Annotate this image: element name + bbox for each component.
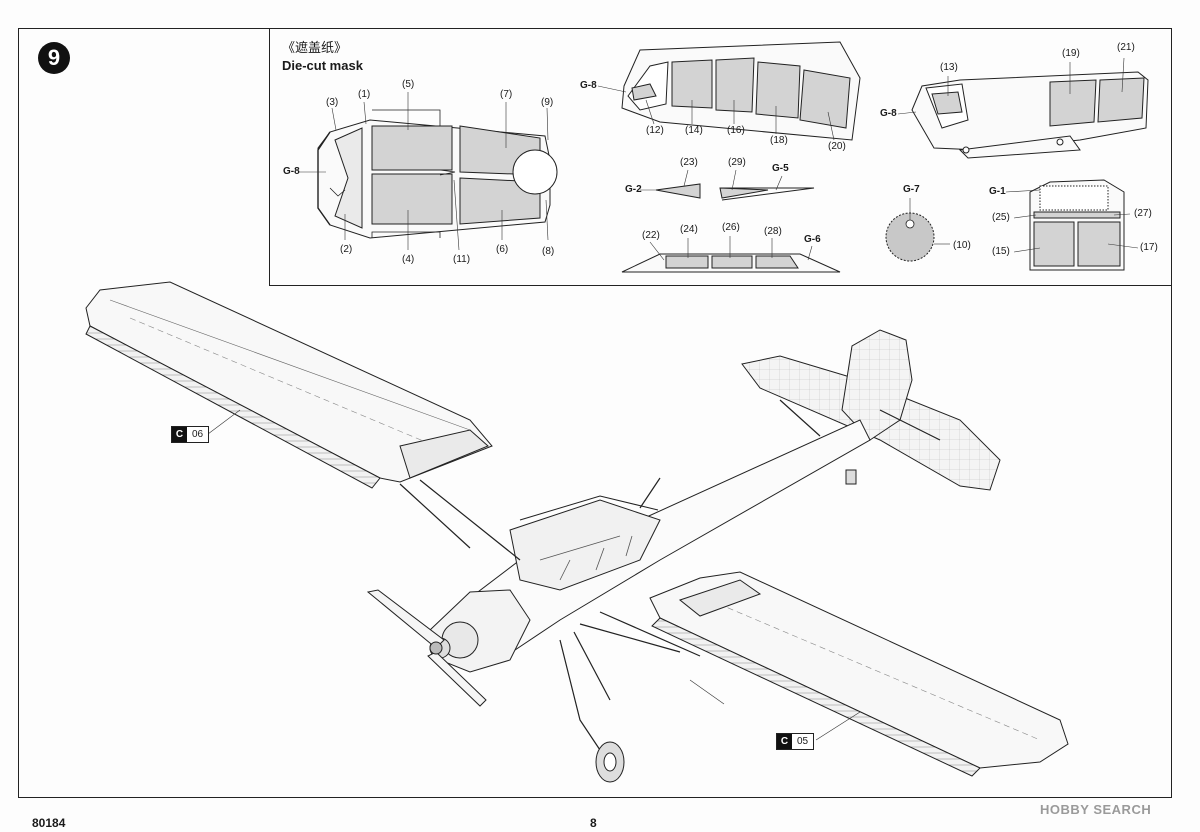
callout-side-left-1: (12): [646, 125, 664, 136]
canopy-side-left-leaders: [597, 85, 835, 141]
mask-panel-title: 《遮盖纸》: [282, 40, 348, 55]
callout-rear-panel-0: G-1: [989, 186, 1006, 197]
round-mask-part: [885, 198, 950, 262]
small-mask-parts: [655, 183, 815, 201]
engine-cowling: [429, 589, 531, 673]
watermark: HOBBY SEARCH: [1040, 802, 1152, 817]
product-code: 80184: [32, 816, 66, 830]
part-tree-letter: C: [172, 427, 187, 442]
vertical-tail: [841, 329, 913, 441]
part-tree-letter: C: [777, 734, 792, 749]
callout-rear-panel-3: (15): [992, 246, 1010, 257]
left-wing: [85, 281, 493, 489]
callout-round-part-0: G-7: [903, 184, 920, 195]
callout-bottom-strip-0: (22): [642, 230, 660, 241]
part-tag-c05: C 05: [776, 733, 815, 750]
callout-rear-panel-2: (27): [1134, 208, 1152, 219]
callout-side-left-5: (20): [828, 141, 846, 152]
tail-wheel: [845, 469, 857, 485]
right-wing: [649, 571, 1069, 777]
part-number: 06: [187, 427, 209, 442]
fuselage: [439, 419, 871, 661]
callout-top-view-7: (4): [402, 254, 415, 265]
callout-side-left-0: G-8: [580, 80, 597, 91]
instruction-frame: [18, 28, 1172, 798]
callout-side-right-2: (21): [1117, 42, 1135, 53]
canopy-side-right-leaders: [897, 57, 1125, 115]
canopy-side-left: [621, 41, 861, 141]
callout-top-view-1: (1): [358, 89, 371, 100]
callout-side-right-1: (19): [1062, 48, 1080, 59]
callout-top-view-2: (5): [402, 79, 415, 90]
mask-panel-subtitle: Die-cut mask: [282, 58, 363, 73]
rear-mask-panel: [1029, 179, 1125, 271]
callout-side-left-3: (16): [727, 125, 745, 136]
callout-bottom-strip-1: (24): [680, 224, 698, 235]
callout-top-view-5: G-8: [283, 166, 300, 177]
callout-top-view-3: (7): [500, 89, 513, 100]
main-wheel: [595, 741, 625, 783]
callout-side-left-2: (14): [685, 125, 703, 136]
page-number: 8: [590, 816, 597, 830]
wing-struts: [399, 399, 941, 751]
callout-bottom-strip-4: G-6: [804, 234, 821, 245]
canopy-top-view-leaders: [298, 92, 549, 251]
callout-rear-panel-4: (17): [1140, 242, 1158, 253]
mask-panel: [269, 28, 1172, 286]
part-tag-c06: C 06: [171, 426, 210, 443]
callout-top-view-9: (6): [496, 244, 509, 255]
callout-small-parts-0: (23): [680, 157, 698, 168]
bottom-mask-strip: [621, 253, 841, 273]
part-number: 05: [792, 734, 814, 749]
callout-bottom-strip-2: (26): [722, 222, 740, 233]
callout-top-view-0: (3): [326, 97, 339, 108]
callout-rear-panel-1: (25): [992, 212, 1010, 223]
callout-top-view-10: (8): [542, 246, 555, 257]
callout-top-view-4: (9): [541, 97, 554, 108]
callout-small-parts-2: G-5: [772, 163, 789, 174]
callout-side-left-4: (18): [770, 135, 788, 146]
callout-small-parts-1: (29): [728, 157, 746, 168]
step-number-badge: 9: [38, 42, 70, 74]
callout-round-part-1: (10): [953, 240, 971, 251]
canopy-side-right: [911, 71, 1149, 159]
callout-small-parts-3: G-2: [625, 184, 642, 195]
callout-bottom-strip-3: (28): [764, 226, 782, 237]
callout-top-view-8: (11): [453, 254, 471, 265]
callout-side-right-0: (13): [940, 62, 958, 73]
propeller: [366, 589, 487, 707]
canopy-top-view: [317, 109, 558, 239]
callout-side-right-3: G-8: [880, 108, 897, 119]
callout-top-view-6: (2): [340, 244, 353, 255]
